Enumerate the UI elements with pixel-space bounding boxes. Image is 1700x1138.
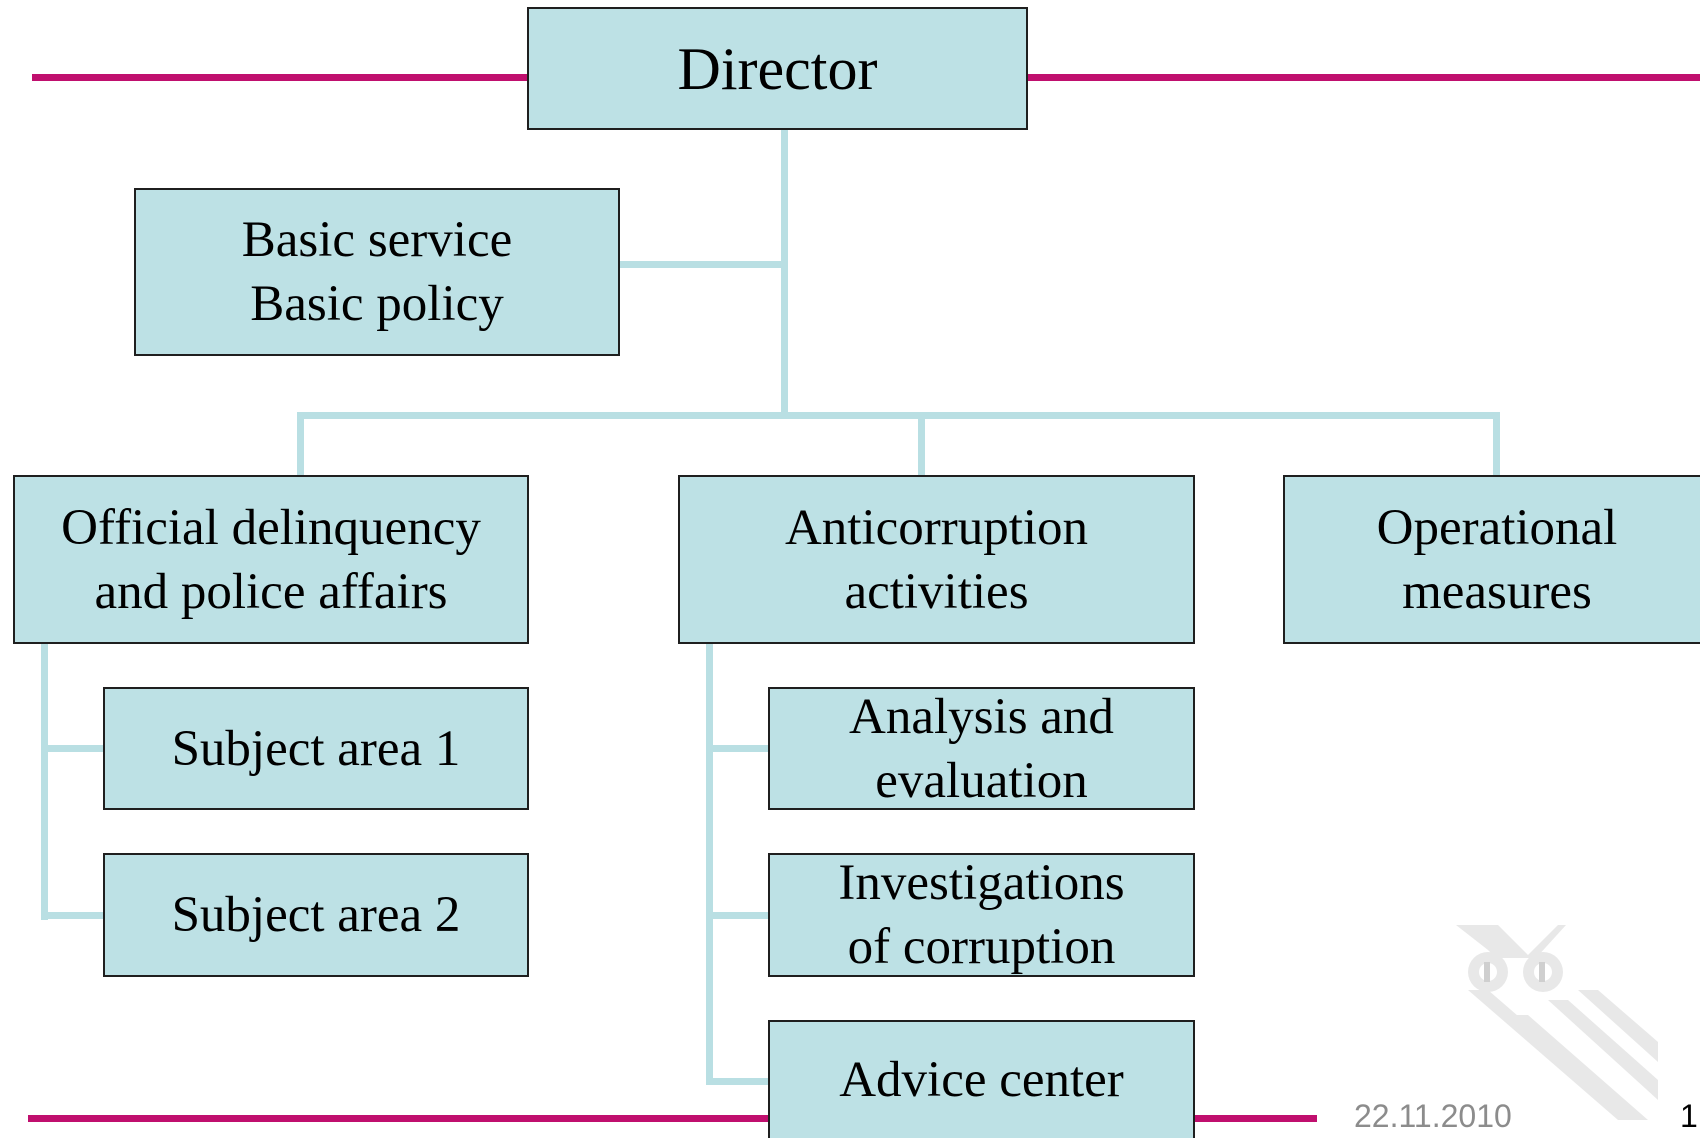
node-director: Director — [527, 7, 1028, 130]
node-investigations-line2: of corruption — [847, 919, 1116, 975]
node-investigations-line1: Investigations — [838, 855, 1125, 911]
footer-page-number: 1 — [1680, 1098, 1698, 1134]
node-anticorruption-line1: Anticorruption — [784, 499, 1089, 556]
connector-subject2-branch — [41, 912, 105, 919]
top-rule-right — [1027, 74, 1700, 81]
top-rule-left — [32, 74, 528, 81]
node-basic-line1: Basic service — [241, 212, 513, 268]
node-official-line2: and police affairs — [94, 563, 448, 620]
connector-subject1-branch — [41, 745, 105, 752]
node-official-delinquency: Official delinquency and police affairs — [13, 475, 529, 644]
connector-director-trunk — [781, 129, 788, 416]
node-basic-service-policy: Basic service Basic policy — [134, 188, 620, 356]
node-analysis-line1: Analysis and — [849, 688, 1114, 745]
node-operational-line2: measures — [1402, 563, 1592, 620]
node-operational-line1: Operational — [1376, 499, 1618, 556]
node-official-line1: Official delinquency — [61, 499, 481, 556]
node-anticorruption: Anticorruption activities — [678, 475, 1195, 644]
node-subject1-label: Subject area 1 — [171, 720, 461, 777]
node-subject-area-1: Subject area 1 — [103, 687, 529, 810]
connector-investigations-branch — [706, 912, 770, 919]
node-advice-label: Advice center — [839, 1052, 1124, 1108]
connector-drop-official — [297, 412, 304, 476]
connector-basic-branch — [619, 261, 788, 268]
node-basic-line2: Basic policy — [250, 276, 504, 332]
node-subject-area-2: Subject area 2 — [103, 853, 529, 977]
connector-horizontal-bus — [297, 412, 1499, 419]
footer-date: 22.11.2010 — [1354, 1098, 1512, 1134]
bottom-rule-left — [28, 1115, 770, 1122]
node-anticorruption-line2: activities — [844, 563, 1029, 620]
node-operational-measures: Operational measures — [1283, 475, 1700, 644]
connector-anticorruption-trunk — [706, 644, 713, 1085]
node-director-label: Director — [677, 35, 878, 102]
node-investigations-corruption: Investigations of corruption — [768, 853, 1195, 977]
node-analysis-evaluation: Analysis and evaluation — [768, 687, 1195, 810]
node-subject2-label: Subject area 2 — [171, 887, 461, 943]
connector-advice-branch — [706, 1078, 770, 1085]
connector-drop-anticorruption — [918, 412, 925, 476]
connector-drop-operational — [1493, 412, 1500, 476]
node-advice-center: Advice center — [768, 1020, 1195, 1138]
owl-logo-watermark-icon — [1456, 925, 1658, 1120]
node-analysis-line2: evaluation — [875, 752, 1088, 809]
bottom-rule-right — [1193, 1115, 1317, 1122]
connector-official-trunk — [41, 644, 48, 920]
connector-analysis-branch — [706, 745, 770, 752]
